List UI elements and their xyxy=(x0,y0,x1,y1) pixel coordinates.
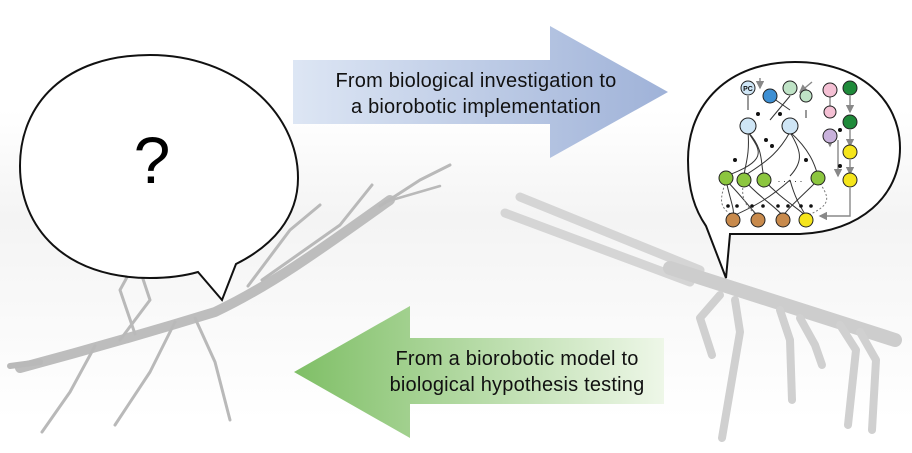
bottom-arrow-label: From a biorobotic model to biological hy… xyxy=(372,346,662,398)
neural-network: PC · · · · · xyxy=(718,78,858,228)
stick-insect-robot xyxy=(500,192,902,442)
network-node-lime-3 xyxy=(756,172,772,188)
network-node-brown-3 xyxy=(775,212,791,228)
bottom-arrow-line1: From a biorobotic model to xyxy=(395,348,639,370)
network-synapses xyxy=(726,112,842,208)
network-node-lime-4 xyxy=(810,170,826,186)
network-node-green-2 xyxy=(842,114,858,130)
arrow-to-robot xyxy=(293,26,668,158)
network-node-lightgreen-2 xyxy=(799,89,813,103)
question-mark: ? xyxy=(133,123,171,197)
network-node-yellow-2 xyxy=(842,172,858,188)
network-node-lightgreen xyxy=(782,80,798,96)
bottom-arrow-line2: biological hypothesis testing xyxy=(389,374,645,396)
network-node-lime-2 xyxy=(736,172,752,188)
network-node-pc-label: PC xyxy=(743,86,753,93)
network-node-lightblue-1 xyxy=(739,117,757,135)
speech-bubble-question xyxy=(18,53,300,302)
top-arrow-line1: From biological investigation to xyxy=(335,70,617,92)
network-ellipsis: · · · · · xyxy=(778,176,803,186)
network-node-yellow-1 xyxy=(842,144,858,160)
network-node-pink-1 xyxy=(822,82,838,98)
network-node-pink-2 xyxy=(823,105,837,119)
network-node-yellow-3 xyxy=(798,212,814,228)
network-node-blue xyxy=(762,88,778,104)
network-node-green-1 xyxy=(842,80,858,96)
network-node-pc xyxy=(740,80,756,96)
top-arrow-label: From biological investigation to a bioro… xyxy=(296,68,656,120)
network-node-lime-1 xyxy=(718,170,734,186)
arrow-to-biology xyxy=(294,306,664,438)
network-node-brown-2 xyxy=(750,212,766,228)
network-node-lilac xyxy=(822,128,838,144)
network-node-lightblue-2 xyxy=(781,117,799,135)
top-arrow-line2: a biorobotic implementation xyxy=(351,96,601,118)
network-node-brown-1 xyxy=(725,212,741,228)
